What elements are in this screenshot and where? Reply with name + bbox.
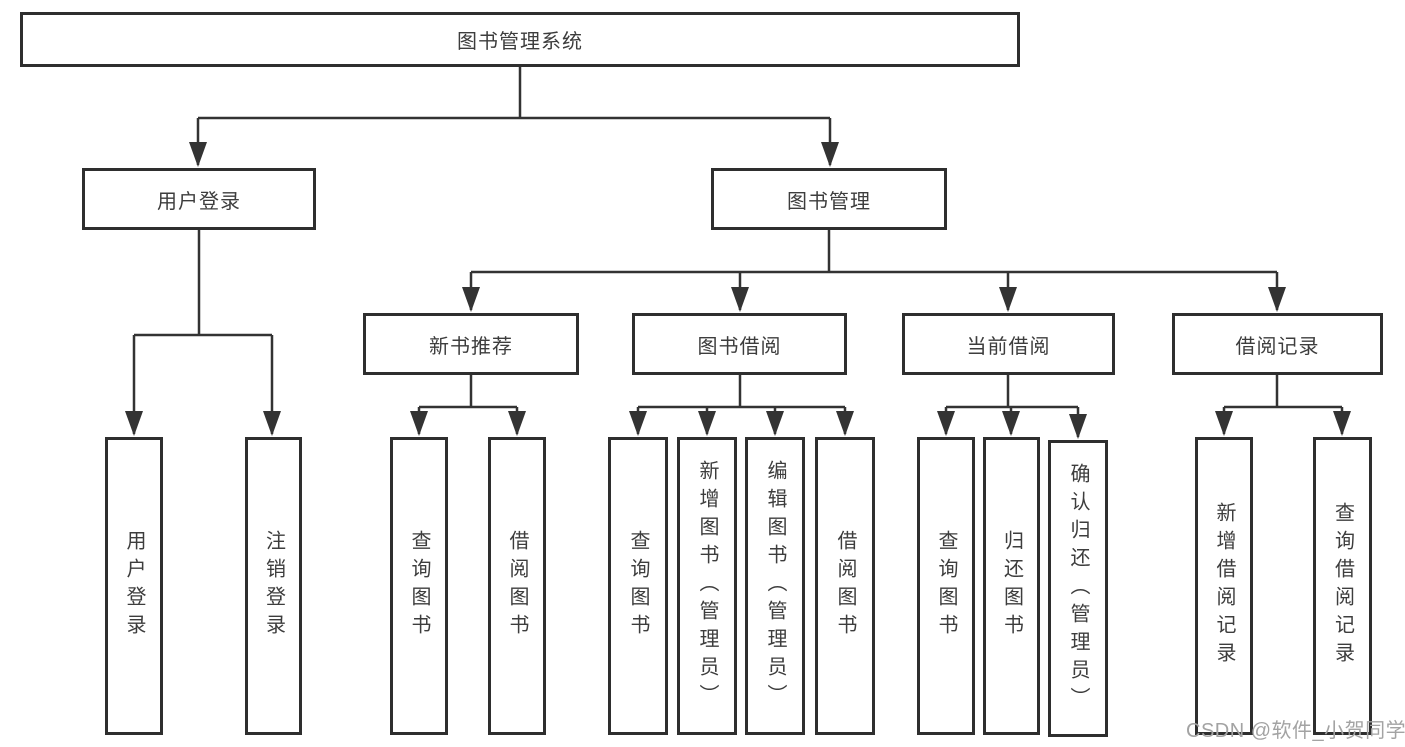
arrow-down-icon — [836, 411, 854, 436]
arrow-down-icon — [1333, 411, 1351, 436]
node-label: 新书推荐 — [429, 335, 513, 358]
leaf-user-login: 用户登录 — [105, 437, 163, 735]
node-current-borrowing: 当前借阅 — [902, 313, 1115, 375]
leaf-query-borrow-record: 查询借阅记录 — [1313, 437, 1372, 735]
leaf-query-books-current: 查询图书 — [917, 437, 975, 735]
leaf-add-borrow-record: 新增借阅记录 — [1195, 437, 1253, 735]
leaf-confirm-return-admin: 确认归还（管理员） — [1048, 440, 1108, 737]
node-label: 注销登录 — [262, 530, 285, 642]
leaf-add-book-admin: 新增图书（管理员） — [677, 437, 737, 735]
node-label: 查询借阅记录 — [1331, 502, 1354, 670]
arrow-down-icon — [821, 142, 839, 167]
arrow-down-icon — [1069, 414, 1087, 439]
node-label: 确认归还（管理员） — [1067, 462, 1089, 715]
arrow-down-icon — [263, 411, 281, 436]
node-label: 查询图书 — [627, 530, 649, 642]
node-label: 查询图书 — [408, 530, 430, 642]
arrow-down-icon — [508, 411, 526, 436]
arrow-down-icon — [1268, 287, 1286, 312]
node-label: 当前借阅 — [966, 335, 1051, 358]
node-label: 借阅记录 — [1235, 335, 1320, 358]
arrow-down-icon — [766, 411, 784, 436]
node-label: 查询图书 — [935, 530, 957, 642]
node-label: 编辑图书（管理员） — [764, 460, 786, 712]
node-label: 图书管理系统 — [457, 31, 583, 53]
leaf-return-books: 归还图书 — [983, 437, 1040, 735]
leaf-borrow-books-recommend: 借阅图书 — [488, 437, 546, 735]
arrow-down-icon — [1002, 411, 1020, 436]
node-label: 借阅图书 — [506, 530, 528, 642]
arrowhead-group — [125, 142, 1351, 439]
node-book-management: 图书管理 — [711, 168, 947, 230]
arrow-down-icon — [189, 142, 207, 167]
node-label: 归还图书 — [1000, 530, 1023, 642]
leaf-query-books-borrowing: 查询图书 — [608, 437, 668, 735]
arrow-down-icon — [410, 411, 428, 436]
arrow-down-icon — [1215, 411, 1233, 436]
node-label: 图书管理 — [787, 190, 871, 213]
leaf-borrow-books-borrowing: 借阅图书 — [815, 437, 875, 735]
connector-group — [132, 67, 1344, 437]
node-book-borrowing: 图书借阅 — [632, 313, 847, 375]
leaf-logout-login: 注销登录 — [245, 437, 302, 735]
leaf-edit-book-admin: 编辑图书（管理员） — [745, 437, 805, 735]
node-user-login-branch: 用户登录 — [82, 168, 316, 230]
arrow-down-icon — [462, 287, 480, 312]
node-label: 图书借阅 — [697, 335, 782, 358]
node-label: 借阅图书 — [834, 530, 856, 642]
node-label: 新增借阅记录 — [1213, 502, 1235, 670]
node-label: 新增图书（管理员） — [696, 460, 718, 712]
node-label: 用户登录 — [123, 530, 145, 642]
node-borrowing-records: 借阅记录 — [1172, 313, 1383, 375]
arrow-down-icon — [698, 411, 716, 436]
csdn-watermark: CSDN @软件_小贺同学 — [1186, 720, 1405, 742]
node-library-management-system: 图书管理系统 — [20, 12, 1020, 67]
arrow-down-icon — [125, 411, 143, 436]
arrow-down-icon — [937, 411, 955, 436]
node-label: 用户登录 — [157, 190, 241, 213]
arrow-down-icon — [999, 287, 1017, 312]
arrow-down-icon — [629, 411, 647, 436]
arrow-down-icon — [731, 287, 749, 312]
leaf-query-books-recommend: 查询图书 — [390, 437, 448, 735]
node-new-book-recommendation: 新书推荐 — [363, 313, 579, 375]
